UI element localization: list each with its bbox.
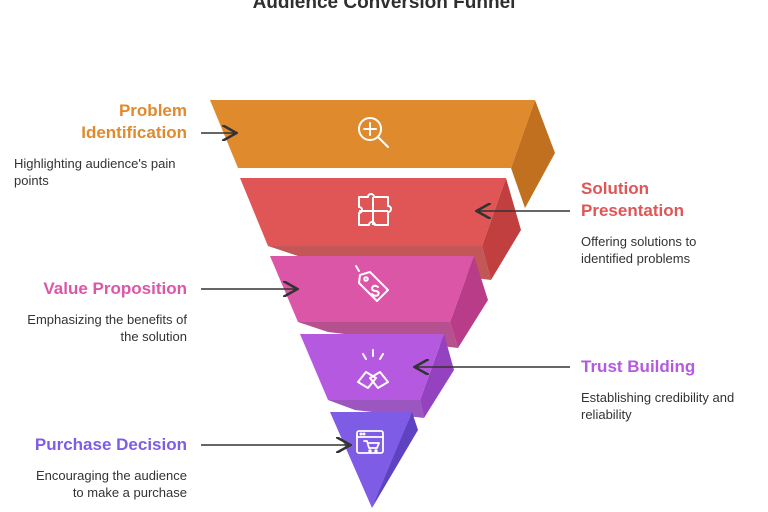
funnel-side-value — [450, 256, 488, 348]
funnel-face-trust — [300, 334, 444, 400]
stage-desc-solution-line1: Offering solutions to — [581, 234, 697, 249]
stage-desc-problem-line2: points — [14, 173, 49, 188]
stage-desc-purchase: Encouraging the audience to make a purch… — [36, 467, 187, 501]
funnel-face-problem — [210, 100, 535, 168]
puzzle-icon — [358, 193, 392, 226]
stage-title-solution-line1: Solution — [581, 179, 649, 198]
stage-desc-solution-line2: identified problems — [581, 251, 691, 266]
funnel-side-purchase — [372, 412, 418, 508]
stage-desc-value-line2: the solution — [120, 329, 188, 344]
magnifier-plus-icon — [358, 117, 389, 148]
stage-title-problem-line2: Identification — [81, 123, 187, 142]
stage-desc-trust-line2: reliability — [581, 407, 632, 422]
handshake-icon — [357, 349, 389, 389]
stage-desc-trust: Establishing credibility and reliability — [581, 389, 734, 423]
stage-desc-problem: Highlighting audience's pain points — [14, 155, 175, 189]
stage-title-trust: Trust Building — [581, 357, 696, 376]
price-tag-icon — [355, 265, 389, 302]
stage-desc-purchase-line2: to make a purchase — [72, 485, 187, 500]
funnel-face-purchase — [330, 412, 412, 508]
funnel-level-problem — [210, 100, 555, 208]
funnel-side-problem — [511, 100, 555, 208]
funnel-level-purchase — [330, 412, 418, 508]
stage-desc-value: Emphasizing the benefits of the solution — [27, 311, 187, 345]
stage-title-solution-line2: Presentation — [581, 201, 684, 220]
stage-title-problem: Problem Identification — [81, 100, 187, 144]
stage-desc-problem-line1: Highlighting audience's pain — [14, 156, 176, 171]
stage-desc-value-line1: Emphasizing the benefits of — [27, 312, 187, 327]
stage-title-value: Value Proposition — [43, 279, 187, 298]
stage-title-purchase: Purchase Decision — [34, 435, 187, 454]
funnel-side-trust — [420, 334, 454, 418]
diagram-title: Audience Conversion Funnel — [252, 0, 516, 13]
funnel-level-trust — [300, 334, 454, 418]
stage-title-solution: Solution Presentation — [581, 178, 684, 222]
stage-title-problem-line1: Problem — [118, 101, 187, 120]
stage-desc-purchase-line1: Encouraging the audience — [35, 468, 187, 483]
stage-desc-solution: Offering solutions to identified problem… — [581, 233, 696, 267]
stage-desc-trust-line1: Establishing credibility and — [581, 390, 735, 405]
funnel-side-solution — [482, 178, 521, 280]
shopping-cart-window-icon — [356, 430, 384, 454]
